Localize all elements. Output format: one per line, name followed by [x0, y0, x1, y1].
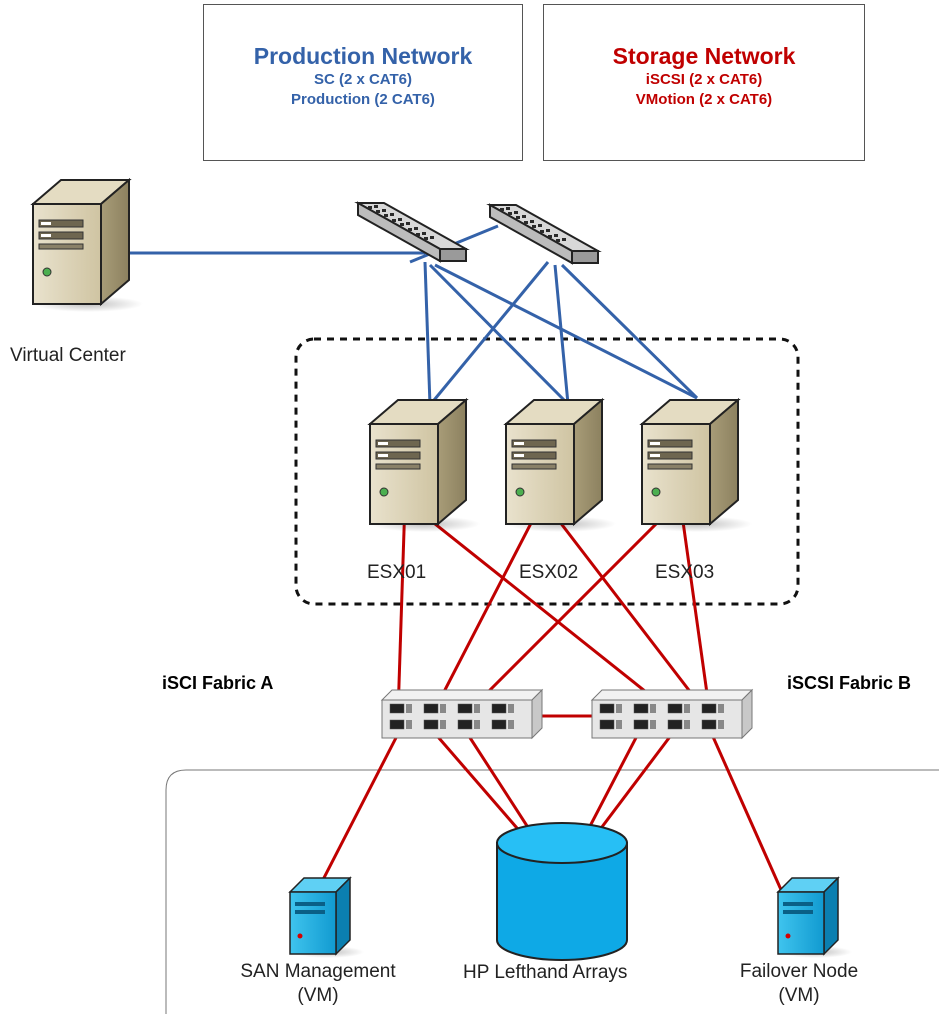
link-fabric-b-failover	[708, 729, 792, 911]
san-management-label: SAN Management (VM)	[224, 960, 412, 1008]
link-esx01-fabric-a	[396, 499, 407, 716]
production-network-sc: SC (2 x CAT6)	[313, 71, 413, 88]
production-switch-2-icon	[489, 204, 599, 264]
storage-area-boundary	[165, 769, 939, 1014]
storage-network-vmotion: VMotion (2 x CAT6)	[635, 91, 773, 108]
fabric-b-label: iSCSI Fabric B	[787, 673, 912, 693]
link-esx03-fabric-a	[463, 498, 682, 717]
esx01-server-icon	[369, 399, 481, 533]
link-switch2-esx02	[553, 264, 570, 405]
link-switch1-esx02	[428, 263, 570, 406]
fabric-a-switch-icon	[381, 689, 543, 739]
link-esx02-fabric-b	[541, 499, 710, 716]
link-esx03-fabric-b	[678, 499, 712, 716]
virtual-center-label: Virtual Center	[10, 345, 126, 366]
failover-node-name: Failover Node	[739, 961, 859, 982]
esx01-label: ESX01	[367, 562, 427, 583]
production-network-legend: Production Network SC (2 x CAT6) Product…	[203, 4, 523, 161]
hp-arrays-label: HP Lefthand Arrays	[463, 962, 628, 983]
failover-node-label: Failover Node (VM)	[724, 960, 874, 1008]
link-esx02-fabric-a	[430, 499, 545, 716]
virtual-center-server-icon	[32, 179, 144, 313]
fabric-a-label: iSCI Fabric A	[162, 673, 274, 693]
storage-network-title: Storage Network	[612, 43, 796, 69]
link-switch2-esx03	[560, 263, 699, 400]
san-management-name: SAN Management	[240, 961, 396, 982]
failover-node-type: (VM)	[778, 985, 820, 1006]
link-esx01-fabric-b	[404, 498, 676, 717]
link-switch2-esx01	[428, 261, 550, 406]
production-network-production: Production (2 CAT6)	[291, 91, 435, 108]
storage-network-iscsi: iSCSI (2 x CAT6)	[645, 71, 763, 88]
esx03-label: ESX03	[655, 562, 715, 583]
esx03-server-icon	[641, 399, 753, 533]
link-switch1-esx03	[434, 263, 698, 400]
san-management-type: (VM)	[297, 985, 339, 1006]
esx02-server-icon	[505, 399, 617, 533]
production-network-title: Production Network	[253, 43, 473, 69]
storage-links	[308, 498, 792, 911]
link-switch1-esx01	[423, 261, 432, 406]
hp-lefthand-array-icon	[496, 822, 628, 961]
fabric-b-switch-icon	[591, 689, 753, 739]
production-links	[130, 224, 699, 406]
failover-node-vm-icon	[777, 877, 853, 959]
san-management-vm-icon	[289, 877, 365, 959]
esx02-label: ESX02	[519, 562, 579, 583]
storage-network-legend: Storage Network iSCSI (2 x CAT6) VMotion…	[543, 4, 865, 161]
link-fabric-a-san-mgmt	[308, 729, 402, 906]
